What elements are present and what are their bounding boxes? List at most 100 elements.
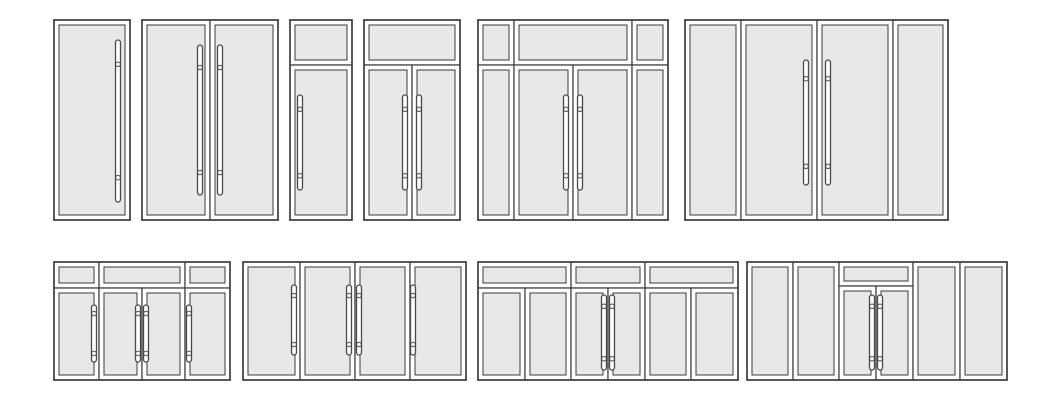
handle-bar — [290, 284, 298, 356]
sidelight-left — [684, 19, 742, 221]
pull-handle — [562, 94, 570, 191]
handle-standoff — [877, 355, 883, 362]
pull-handle — [114, 39, 122, 203]
handle-standoff — [803, 163, 809, 170]
pull-handle — [296, 94, 304, 191]
transom — [289, 19, 353, 66]
pull-handle — [868, 294, 876, 371]
handle-standoff — [416, 106, 422, 113]
transom-center — [513, 19, 633, 66]
pane-glass — [745, 24, 813, 216]
handle-bar — [114, 39, 122, 203]
panel-2 — [524, 287, 572, 381]
pane-glass — [368, 69, 408, 216]
outer-frame — [363, 19, 461, 221]
transom — [838, 261, 914, 287]
pane-glass — [575, 266, 641, 284]
door-leaf-left — [740, 19, 818, 221]
pane-glass — [482, 69, 510, 216]
pull-handle — [824, 59, 832, 186]
transom-left — [53, 261, 100, 289]
pane-glass — [304, 266, 351, 376]
handle-standoff — [402, 172, 408, 179]
handle-standoff — [186, 350, 192, 357]
pull-handle — [608, 294, 616, 371]
panel-4 — [959, 261, 1008, 381]
pane-glass — [695, 292, 734, 376]
door-leaf-1 — [242, 261, 301, 381]
outer-frame — [141, 19, 279, 221]
door-leaf-2 — [98, 287, 143, 381]
handle-standoff — [563, 172, 569, 179]
handle-standoff — [877, 303, 883, 310]
pane-glass — [751, 266, 789, 376]
pull-handle — [401, 94, 409, 191]
door-leaf-3 — [141, 287, 186, 381]
handle-bar — [296, 94, 304, 191]
pane-glass — [821, 24, 889, 216]
pane-glass — [359, 266, 406, 376]
handle-standoff — [346, 341, 352, 348]
handle-bar — [401, 94, 409, 191]
pane-glass — [575, 292, 604, 376]
pane-glass — [482, 266, 567, 284]
pull-handle — [290, 284, 298, 356]
outer-frame — [746, 261, 1008, 381]
handle-standoff — [356, 341, 362, 348]
handle-standoff — [416, 172, 422, 179]
handle-bar — [185, 304, 193, 363]
handle-standoff — [410, 341, 416, 348]
single-door-with-transom — [289, 19, 353, 221]
partition-with-center-double-door — [477, 261, 739, 381]
handle-bar — [576, 94, 584, 191]
door-leaf-2 — [299, 261, 356, 381]
pull-handle — [355, 284, 363, 356]
single-door-with-pull-handle — [53, 19, 131, 221]
handle-bar — [562, 94, 570, 191]
handle-standoff — [410, 292, 416, 299]
pull-handle — [600, 294, 608, 371]
sidelight-right — [631, 64, 669, 221]
handle-standoff — [186, 310, 192, 317]
handle-standoff — [563, 106, 569, 113]
pane-glass — [368, 24, 456, 61]
handle-standoff — [609, 303, 615, 310]
handle-bar — [90, 304, 98, 363]
pane-glass — [416, 69, 456, 216]
four-doors — [242, 261, 467, 381]
transom-center — [570, 261, 646, 289]
double-door-with-pull-handles — [141, 19, 279, 221]
handle-bar — [196, 44, 204, 196]
panel-1 — [746, 261, 794, 381]
pull-handle — [876, 294, 884, 371]
panel-3 — [644, 287, 692, 381]
pane-glass — [482, 24, 510, 61]
handle-standoff — [291, 292, 297, 299]
pane-glass — [294, 69, 348, 216]
pane-glass — [58, 24, 126, 216]
handle-bar — [355, 284, 363, 356]
pane-glass — [518, 24, 628, 61]
pane-glass — [189, 292, 226, 376]
pane-glass — [58, 266, 95, 284]
transom-right — [631, 19, 669, 66]
transom-center — [98, 261, 186, 289]
pane-glass — [689, 24, 737, 216]
door-leaf-4 — [409, 261, 467, 381]
outer-frame — [289, 19, 353, 221]
panel-2 — [792, 261, 840, 381]
pane-glass — [482, 292, 521, 376]
door-leaf — [289, 64, 353, 221]
pane-glass — [247, 266, 296, 376]
door-items — [53, 19, 1008, 381]
handle-standoff — [869, 355, 875, 362]
pane-glass — [146, 24, 206, 216]
pane-glass — [189, 266, 226, 284]
pane-glass — [294, 24, 348, 61]
pane-glass — [649, 292, 687, 376]
handle-standoff — [803, 75, 809, 82]
sidelight-right — [892, 19, 949, 221]
outer-frame — [684, 19, 949, 221]
three-doors-with-transom — [53, 261, 231, 381]
handle-standoff — [197, 169, 203, 176]
